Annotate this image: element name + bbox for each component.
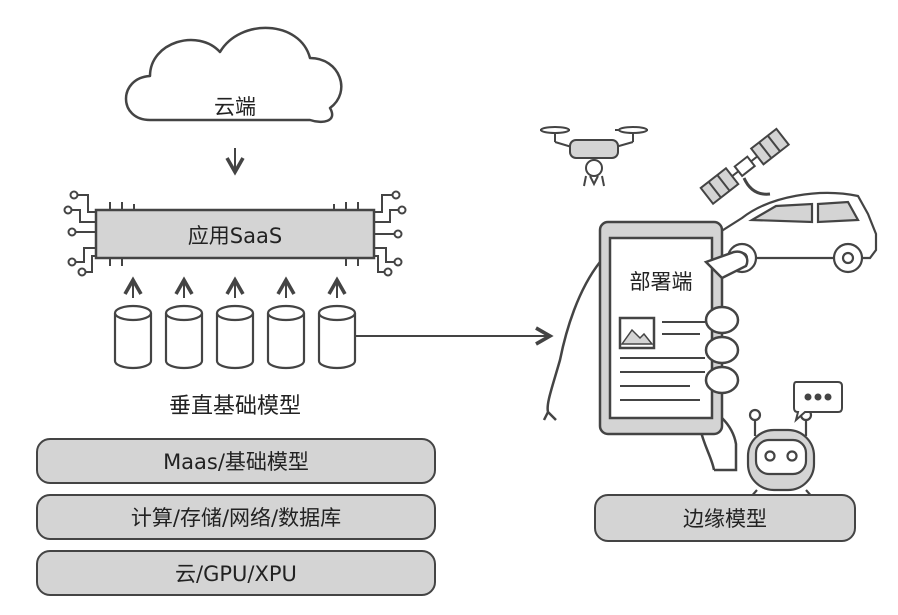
layer-hardware: 云/GPU/XPU: [36, 550, 436, 596]
edge-model-label: 边缘模型: [683, 507, 767, 531]
edge-model-bar: 边缘模型: [594, 494, 856, 542]
satellite-icon: [699, 127, 791, 206]
circuit-icon: [63, 190, 407, 277]
drone-icon: [540, 126, 648, 187]
vertical-models-label: 垂直基础模型: [168, 394, 301, 419]
database-icon: [113, 304, 357, 370]
layer-infra: 计算/存储/网络/数据库: [36, 494, 436, 540]
layer-maas: Maas/基础模型: [36, 438, 436, 484]
model-to-saas-arrows: [123, 276, 347, 298]
saas-label: 应用SaaS: [187, 224, 283, 248]
chat-bubble-icon: [793, 381, 843, 423]
phone-icon: [542, 220, 749, 472]
saas-bar: [94, 208, 376, 260]
layer-hardware-label: 云/GPU/XPU: [175, 562, 297, 586]
robot-icon: [746, 408, 816, 499]
deploy-label: 部署端: [629, 270, 693, 294]
cloud-label: 云端: [214, 95, 256, 119]
layer-infra-label: 计算/存储/网络/数据库: [130, 506, 342, 530]
cloud-icon: [124, 26, 343, 124]
layer-maas-label: Maas/基础模型: [163, 450, 309, 474]
car-icon: [718, 191, 878, 274]
